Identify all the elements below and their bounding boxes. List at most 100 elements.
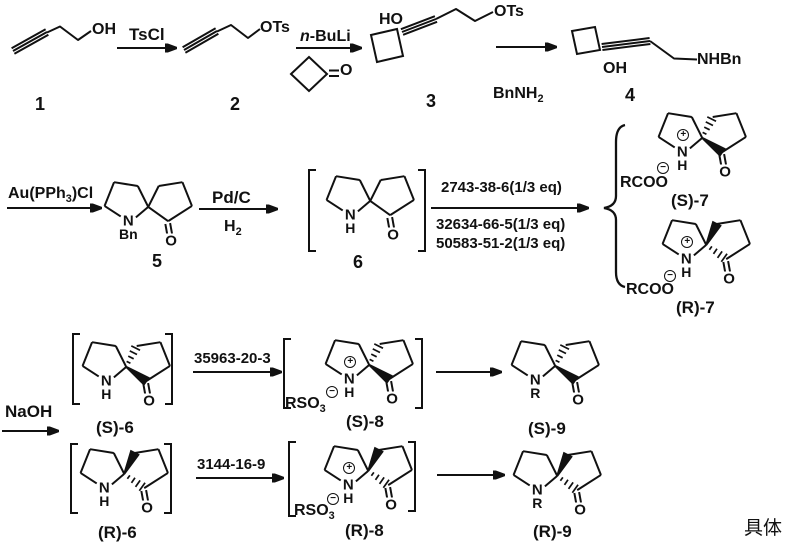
structure-6-skeleton — [325, 175, 415, 229]
reagent-pdc: Pd/C — [212, 188, 251, 207]
cas-35963-20-3: 35963-20-3 — [194, 350, 271, 367]
spiro-structures-layer — [79, 112, 751, 504]
cyclobutanone-o-label: O — [340, 62, 353, 79]
structure-s8-skeleton — [324, 339, 414, 393]
n-sub-label-r6: H — [98, 493, 111, 510]
compound-5-label: 5 — [152, 251, 163, 271]
compound-4-label: 4 — [625, 85, 636, 105]
ots-group-3: OTs — [494, 3, 524, 20]
stereo-wedge-bond — [705, 220, 722, 246]
o-atom-label-r7: O — [722, 270, 736, 288]
n-sub-label-5: Bn — [117, 226, 139, 243]
reagent-tscl: TsCl — [129, 25, 165, 44]
n-atom-label-s7: N — [675, 143, 689, 161]
o-atom-label-s8: O — [385, 390, 399, 408]
stereo-wedge-bond — [368, 364, 393, 384]
ots-group-2: OTs — [260, 19, 290, 36]
n-atom-label-s8: N — [342, 370, 356, 388]
bnnh2-main: BnNH — [493, 85, 538, 102]
o-atom-label-s9: O — [571, 391, 585, 409]
compound-s8-label: (S)-8 — [346, 412, 384, 431]
minus-charge-r7: − — [664, 270, 676, 282]
n-atom-label-r6: N — [97, 479, 111, 497]
rcoo-counterion-r7: RCOO — [626, 281, 674, 298]
minus-charge-s7: − — [657, 162, 669, 174]
rcoo-counterion-s7: RCOO — [620, 174, 668, 191]
nbuli-n-italic: n — [300, 28, 310, 45]
cas-50583-51-2: 50583-51-2(1/3 eq) — [436, 235, 566, 252]
minus-charge-s8: − — [326, 386, 338, 398]
nhbn-group-4: NHBn — [697, 51, 742, 68]
cas-3144-16-9: 3144-16-9 — [197, 456, 266, 473]
reagent-bnnh2: BnNH2 — [493, 85, 544, 106]
stereo-wedge-bond — [367, 446, 384, 472]
n-sub-label-s6: H — [100, 386, 113, 403]
oh-group-1: OH — [92, 21, 116, 38]
n-atom-label-s9: N — [528, 371, 542, 389]
n-atom-label-s6: N — [99, 372, 113, 390]
oh-group-4: OH — [603, 60, 627, 77]
o-atom-label-s7: O — [718, 163, 732, 181]
h2-main: H — [224, 218, 236, 235]
n-sub-label-s9: R — [529, 385, 542, 402]
cyclobutanone-skeleton — [289, 55, 339, 93]
compound-2-label: 2 — [230, 94, 241, 114]
compound-r8-label: (R)-8 — [345, 521, 384, 540]
structure-r7-skeleton — [661, 219, 751, 273]
n-atom-label-r7: N — [679, 250, 693, 268]
compound-s9-label: (S)-9 — [528, 419, 566, 438]
o-atom-label-r9: O — [573, 501, 587, 519]
au-main: Au(PPh — [8, 185, 66, 202]
plus-charge-r7: + — [681, 236, 694, 249]
compound-6-label: 6 — [353, 252, 364, 272]
n-atom-label-r9: N — [530, 481, 544, 499]
stereo-wedge-bond — [701, 137, 726, 157]
nbuli-rest: -BuLi — [309, 28, 351, 45]
au-rest: )Cl — [71, 185, 94, 202]
brackets — [70, 169, 426, 517]
n-sub-label-s8: H — [343, 384, 356, 401]
n-sub-label-6: H — [344, 220, 357, 237]
structure-s6-skeleton — [81, 341, 171, 395]
reagent-au-pph3-cl: Au(PPh3)Cl — [8, 185, 94, 206]
n-sub-label-s7: H — [676, 157, 689, 174]
structure-3-skeleton — [369, 8, 494, 64]
plus-charge-r8: + — [343, 462, 356, 475]
compound-s7-label: (S)-7 — [671, 191, 709, 210]
footer-cjk-text: 具体 — [744, 518, 783, 539]
structure-1-skeleton — [11, 25, 92, 55]
au-sub: 3 — [65, 193, 72, 206]
cas-32634-66-5: 32634-66-5(1/3 eq) — [436, 216, 566, 233]
o-atom-label-s6: O — [142, 392, 156, 410]
rso3-sub-s8: 3 — [319, 403, 326, 416]
compound-r6-label: (R)-6 — [98, 523, 137, 542]
ho-group-3: HO — [379, 11, 403, 28]
rso3-counterion-s8: RSO3 — [285, 395, 326, 416]
o-atom-label-5: O — [164, 232, 178, 250]
o-atom-label-r6: O — [140, 499, 154, 517]
structure-5-skeleton — [103, 181, 193, 235]
n-sub-label-r9: R — [531, 495, 544, 512]
stereo-wedge-bond — [123, 449, 140, 475]
reagent-naoh: NaOH — [5, 402, 53, 421]
h2-sub: 2 — [235, 226, 242, 239]
curly-brace — [603, 123, 626, 289]
compound-1-label: 1 — [35, 94, 46, 114]
rso3-sub-r8: 3 — [328, 510, 335, 523]
compound-r9-label: (R)-9 — [533, 522, 572, 541]
o-atom-label-r8: O — [384, 496, 398, 514]
n-atom-label-6: N — [343, 206, 357, 224]
plus-charge-s8: + — [344, 356, 357, 369]
cas-2743-38-6: 2743-38-6(1/3 eq) — [441, 179, 562, 196]
rso3-counterion-r8: RSO3 — [294, 502, 335, 523]
stereo-wedge-bond — [556, 451, 573, 477]
compound-3-label: 3 — [426, 91, 437, 111]
structure-2-skeleton — [182, 24, 261, 54]
structure-r8-skeleton — [323, 445, 413, 499]
n-atom-label-r8: N — [341, 476, 355, 494]
reagent-nbuli: n-BuLi — [300, 28, 351, 46]
structure-r9-skeleton — [512, 450, 602, 504]
